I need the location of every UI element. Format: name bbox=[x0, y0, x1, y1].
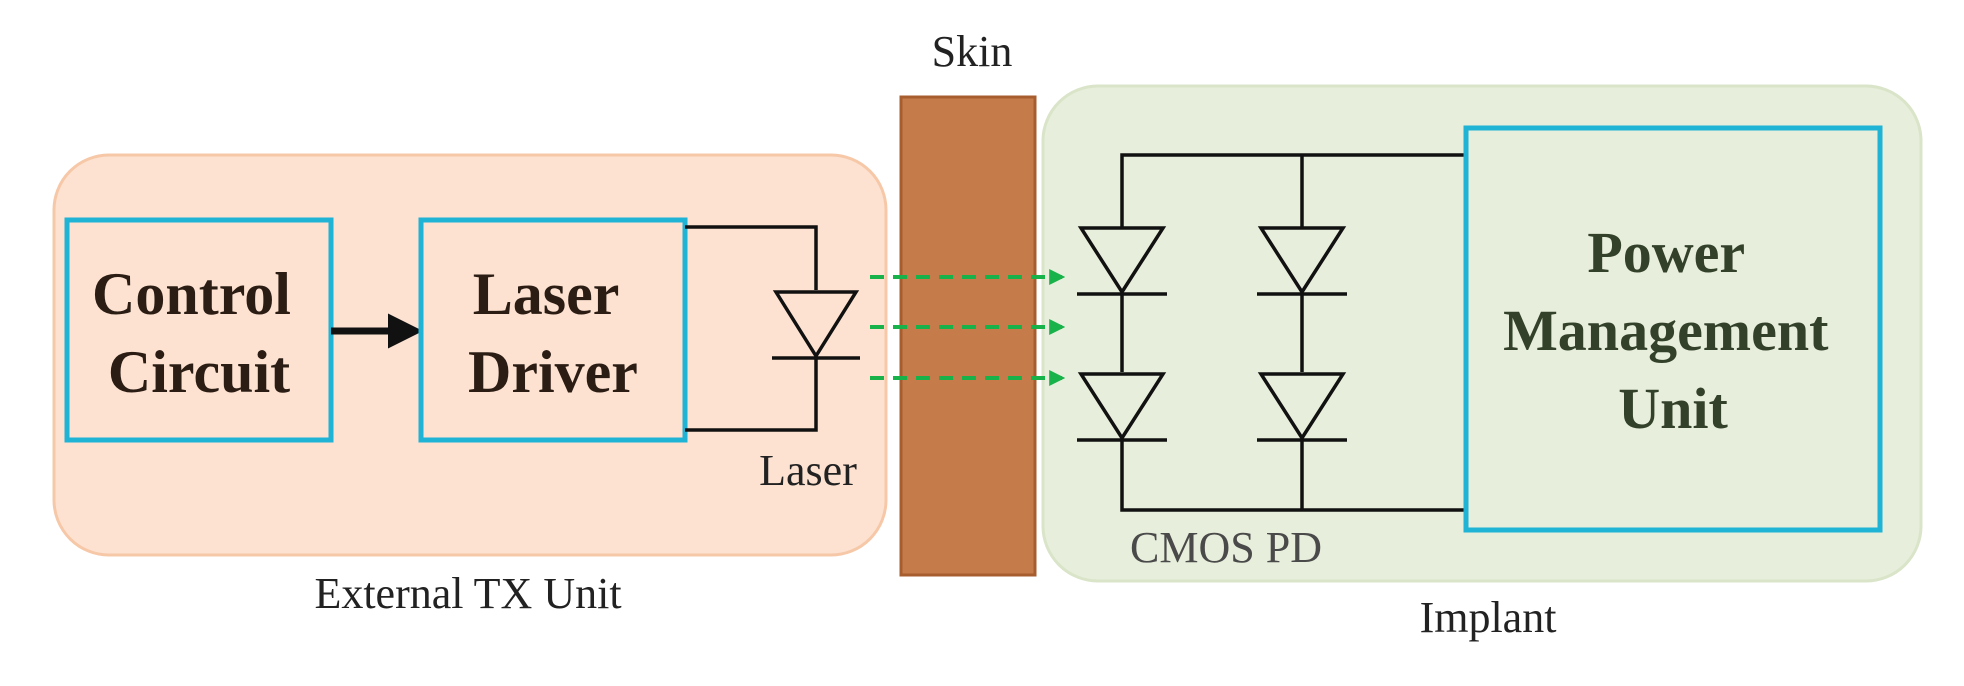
pmu-line-2: Management bbox=[1503, 298, 1829, 363]
laser-wire-top bbox=[685, 225, 818, 290]
control-circuit-line-2: Circuit bbox=[108, 339, 290, 405]
skin-layer bbox=[899, 95, 1037, 577]
cmos-pd-label: CMOS PD bbox=[1130, 523, 1322, 572]
control-circuit-line-1: Control bbox=[92, 261, 291, 327]
laser-driver-block bbox=[418, 217, 688, 443]
laser-driver-line-1: Laser bbox=[473, 261, 619, 327]
laser-wire-bottom bbox=[685, 358, 818, 432]
optical-beams bbox=[870, 269, 1066, 386]
photodiode-icon bbox=[1077, 372, 1167, 442]
implant-label: Implant bbox=[1420, 593, 1557, 642]
photodiode-icon bbox=[1257, 372, 1347, 442]
laser-driver-label: Laser Driver bbox=[468, 261, 638, 405]
laser-driver-line-2: Driver bbox=[468, 339, 638, 405]
external-tx-unit-label: External TX Unit bbox=[314, 569, 621, 618]
implant-region bbox=[1041, 84, 1923, 583]
skin-label: Skin bbox=[932, 27, 1013, 76]
pmu-line-3: Unit bbox=[1618, 376, 1728, 441]
pmu-line-1: Power bbox=[1587, 220, 1744, 285]
power-management-unit-label: Power Management Unit bbox=[1503, 220, 1843, 441]
power-management-unit-block bbox=[1463, 125, 1883, 533]
cmos-pd-array bbox=[1077, 153, 1466, 512]
laser-diode-icon bbox=[772, 290, 860, 360]
laser-label: Laser bbox=[759, 446, 857, 495]
control-circuit-label: Control Circuit bbox=[92, 261, 306, 405]
external-tx-region bbox=[52, 153, 888, 557]
